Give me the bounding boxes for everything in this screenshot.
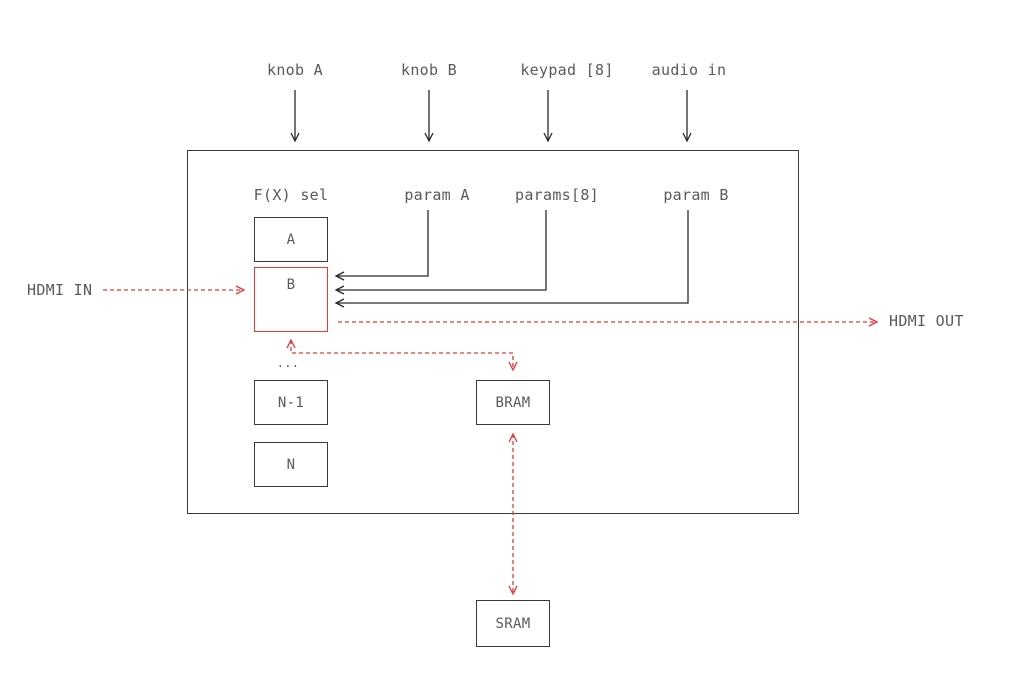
bram-label: BRAM: [495, 394, 531, 411]
effect-box-n-minus-1-label: N-1: [277, 394, 305, 411]
effect-box-b-selected: B: [254, 267, 328, 332]
knob-b-label: knob B: [401, 61, 457, 79]
params-8-label: params[8]: [515, 186, 599, 204]
sram-box: SRAM: [476, 600, 550, 647]
param-a-label: param A: [404, 186, 470, 204]
effect-box-n: N: [254, 442, 328, 487]
param-b-label: param B: [663, 186, 729, 204]
effect-box-a-label: A: [286, 231, 296, 248]
hdmi-in-label: HDMI IN: [27, 281, 93, 299]
effect-box-n-minus-1: N-1: [254, 380, 328, 425]
effect-box-a: A: [254, 217, 328, 262]
keypad-label: keypad [8]: [520, 61, 614, 79]
effect-box-b-label: B: [286, 277, 296, 293]
bram-box: BRAM: [476, 380, 550, 425]
fx-sel-label: F(X) sel: [253, 186, 329, 204]
effects-ellipsis: ...: [276, 356, 300, 370]
effect-box-n-label: N: [286, 456, 296, 473]
hdmi-out-label: HDMI OUT: [889, 312, 964, 330]
audio-in-label: audio in: [651, 61, 727, 79]
knob-a-label: knob A: [267, 61, 323, 79]
sram-label: SRAM: [495, 615, 531, 632]
